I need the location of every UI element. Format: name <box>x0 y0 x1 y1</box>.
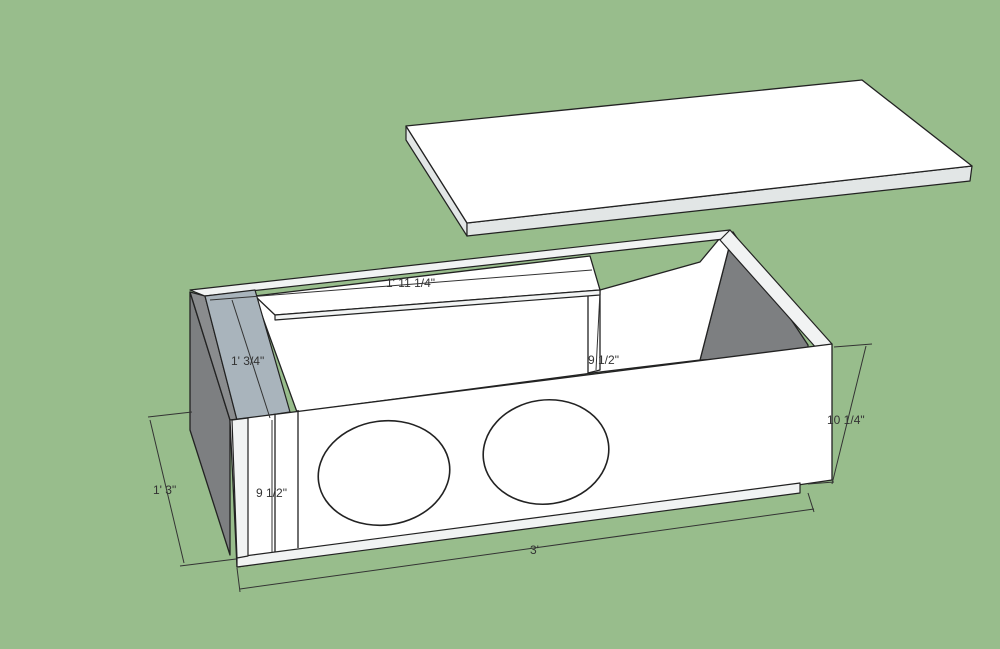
dim-inner-depth-label: 1' 3/4" <box>231 354 264 368</box>
dim-inner-height-line <box>595 291 601 371</box>
box-enclosure[interactable] <box>189 229 833 568</box>
dim-outer-depth-ext1 <box>147 411 193 418</box>
dim-outer-height-label: 10 1/4" <box>827 413 865 427</box>
lid-panel[interactable] <box>405 79 973 237</box>
dim-outer-length-label: 3' <box>530 543 539 557</box>
front-panel-bottom-edge <box>236 482 801 568</box>
dim-inner-depth-line <box>231 299 271 419</box>
dim-outer-length-line <box>239 508 815 590</box>
dim-outer-depth-line <box>149 419 185 564</box>
lid-top-face <box>405 79 973 224</box>
dim-outer-height-ext2 <box>807 481 835 485</box>
speaker-cutout-left[interactable] <box>311 412 456 533</box>
dim-inner-length-line <box>209 269 593 301</box>
dim-outer-height-ext1 <box>833 343 873 348</box>
dim-port-height-label: 9 1/2" <box>256 486 287 500</box>
speaker-cutout-right[interactable] <box>476 392 615 513</box>
dimension-annotations: 1' 11 1/4" 1' 3/4" 9 1/2" 9 1/2" 1' 3" 1… <box>147 269 873 593</box>
dim-inner-height-label: 9 1/2" <box>588 353 619 367</box>
dim-outer-length-ext1 <box>236 567 241 593</box>
dim-outer-height-line <box>831 345 867 485</box>
dim-inner-length-label: 1' 11 1/4" <box>386 276 435 290</box>
front-panel-left-strip <box>231 417 249 559</box>
dim-outer-depth-label: 1' 3" <box>153 483 176 497</box>
dim-outer-depth-ext2 <box>179 558 237 567</box>
